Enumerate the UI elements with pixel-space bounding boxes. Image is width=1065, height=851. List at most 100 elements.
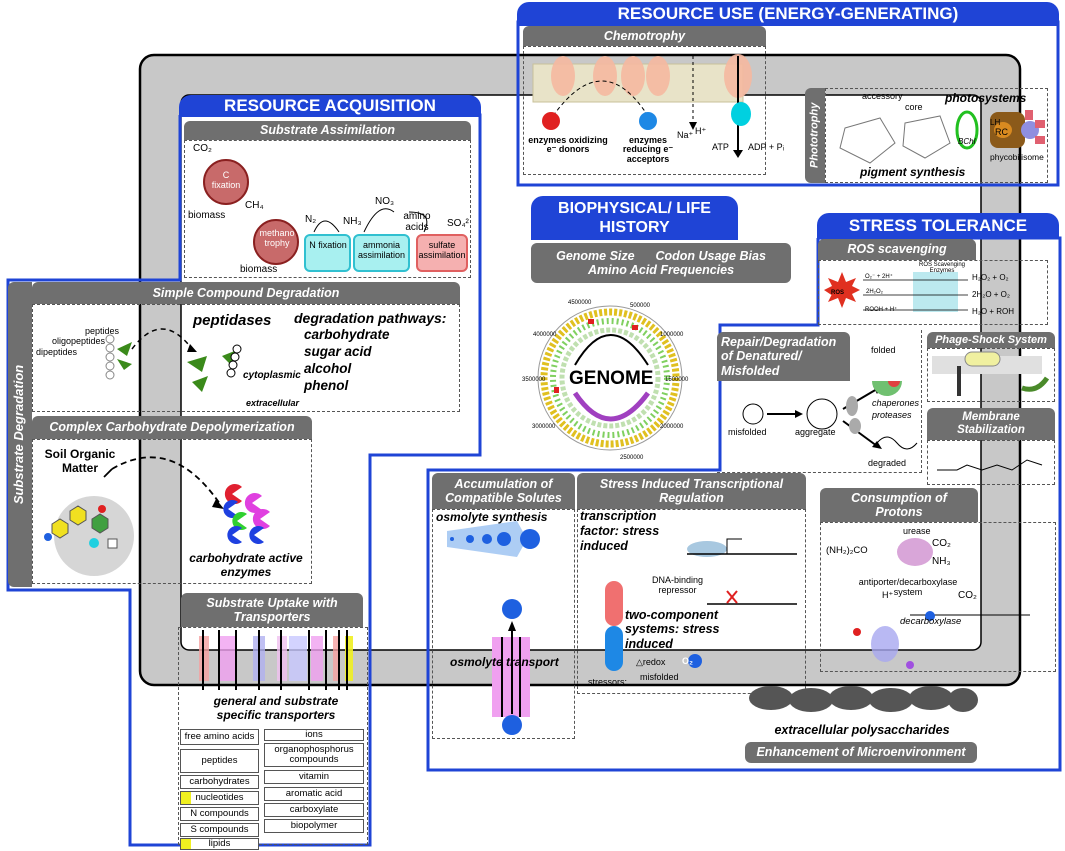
decarboxylase-label: decarboxylase [900, 616, 962, 627]
protons-header: Consumption of Protons [820, 488, 978, 522]
oligopeptides-label: oligopeptides [52, 336, 106, 346]
transporter-item: peptides [180, 749, 259, 773]
eps-label: extracellular polysaccharides [774, 723, 950, 737]
transporter-item: carbohydrates [180, 775, 259, 789]
h-proton-label: H⁺ [882, 590, 894, 600]
uptake-header: Substrate Uptake with Transporters [181, 593, 363, 627]
so4-label: SO₄² [447, 218, 469, 229]
genome-tick: 1500000 [665, 377, 689, 383]
stressors-label: stressors: [588, 677, 628, 687]
urea-label: (NH₂)₂CO [826, 545, 868, 556]
genome-size-label: Genome Size [556, 248, 635, 263]
biophysical-title: BIOPHYSICAL/ LIFE HISTORY [531, 196, 738, 240]
genome-label: GENOME [569, 368, 654, 389]
substrate-assimilation-header: Substrate Assimilation [184, 121, 471, 140]
no3-label: NO₃ [375, 196, 395, 207]
misfolded-label: misfolded [728, 427, 767, 437]
na-label: Na⁺ [677, 130, 694, 140]
genome-tick: 2500000 [620, 455, 644, 461]
ros-panel [818, 260, 1048, 325]
ros-diagram [824, 272, 968, 312]
complex-carbohydrate-panel [32, 439, 312, 584]
nh3-urease-label: NH₃ [932, 556, 951, 567]
transcription-header: Stress Induced Transcriptional Regulatio… [577, 473, 806, 509]
uptake-subtitle: general and substrate specific transport… [213, 694, 339, 722]
genome-tick: 1000000 [660, 332, 684, 338]
co2-decarboxylase-label: CO₂ [958, 590, 977, 601]
chemotrophy-panel [523, 46, 766, 175]
transporter-item: S compounds [180, 823, 259, 837]
ros-reactant: O₂⁻ + 2H⁺ [865, 274, 893, 280]
peptidases-label: peptidases [193, 312, 272, 329]
genome-tick: 3500000 [522, 377, 546, 383]
genome-tick: 500000 [630, 303, 651, 309]
urease-label: urease [903, 526, 931, 536]
dna-binding-label: DNA-binding repressor [651, 575, 704, 596]
nh3-label: NH₃ [343, 216, 362, 227]
reducing-label: enzymes reducing e⁻ acceptors [622, 135, 674, 164]
solutes-panel [432, 509, 575, 739]
accessory-label: accessory [862, 91, 903, 101]
chemotrophy-header: Chemotrophy [523, 26, 766, 46]
extracellular-label: extracellular [246, 398, 300, 408]
ros-label: ROS [831, 290, 845, 296]
uptake-panel [178, 627, 368, 845]
ros-product: 2H₂O + O₂ [972, 290, 1010, 299]
genome-tick: 3000000 [532, 424, 556, 430]
substrate-assimilation-panel [184, 140, 471, 278]
co2-urease-label: CO₂ [932, 538, 951, 549]
phototrophy-header: Phototrophy [805, 88, 825, 183]
transporter-item: lipids [180, 838, 259, 850]
complex-carbohydrate-header: Complex Carbohydrate Depolymerization [32, 416, 312, 439]
repair-diagram [742, 381, 918, 450]
phototrophy-panel [825, 88, 1048, 183]
phage-shock-panel [927, 348, 1055, 402]
phycobilisome-label: phycobilisome [990, 152, 1044, 162]
pathway-item: sugar acid [304, 344, 372, 359]
biophysical-header: Genome Size Codon Usage Bias Amino Acid … [531, 243, 791, 283]
transporter-item: free amino acids [180, 729, 259, 745]
protons-diagram [853, 538, 1030, 669]
genome-tick: 2000000 [660, 424, 684, 430]
h-label: H⁺ [695, 126, 707, 136]
biomass2-label: biomass [240, 264, 278, 275]
antiporter-label: antiporter/decarboxylase system [858, 577, 958, 598]
osmolyte-transport-label: osmolyte transport [450, 655, 559, 669]
proteases-label: proteases [872, 410, 912, 420]
ros-reactant: 2H₂O₂ [866, 289, 883, 295]
stress-tolerance-title: STRESS TOLERANCE [817, 213, 1059, 239]
solutes-diagram [447, 521, 540, 735]
genome-tick: 4500000 [568, 300, 592, 306]
chemotrophy-diagram [532, 54, 752, 158]
membrane-stabilization-header: Membrane Stabilization [927, 408, 1055, 440]
substrate-degradation-side: Substrate Degradation [8, 282, 32, 587]
transporter-item: aromatic acid [264, 787, 364, 801]
transporter-item: vitamin [264, 770, 364, 784]
rc-label: RC [995, 127, 1008, 137]
transporter-item: nucleotides [180, 791, 259, 805]
ros-reactant: ROOH + H⁺ [865, 307, 898, 313]
microenvironment-header: Enhancement of Microenvironment [745, 742, 977, 763]
transporter-item: ions [264, 729, 364, 741]
n2-label: N₂ [305, 214, 317, 225]
transporter-item: organophosphorus compounds [264, 743, 364, 767]
ch4-label: CH₄ [245, 200, 264, 211]
ros-header: ROS scavenging [818, 239, 976, 260]
resource-acquisition-title: RESOURCE ACQUISITION [179, 95, 481, 117]
redox-label: △redox [636, 657, 666, 667]
ros-product: H₂O + ROH [972, 307, 1014, 316]
amino-acids-label: amino acids [403, 211, 431, 233]
ammonia-assimilation-label: ammonia assimilation [357, 240, 406, 260]
codon-usage-label: Codon Usage Bias [655, 248, 766, 263]
co2-label: CO₂ [193, 143, 212, 154]
degraded-label: degraded [868, 458, 907, 468]
assimilation-diagram [203, 159, 468, 272]
n-fixation-label: N fixation [309, 240, 347, 250]
complex-carbohydrate-diagram [44, 456, 270, 576]
photosystems-label: photosystems [945, 91, 1027, 105]
protons-panel [820, 522, 1056, 672]
ros-product: H₂O₂ + O₂ [972, 273, 1009, 282]
chaperones-label: chaperones [872, 398, 920, 408]
pathway-item: phenol [304, 378, 349, 393]
phage-shock-header: Phage-Shock System [927, 332, 1055, 348]
